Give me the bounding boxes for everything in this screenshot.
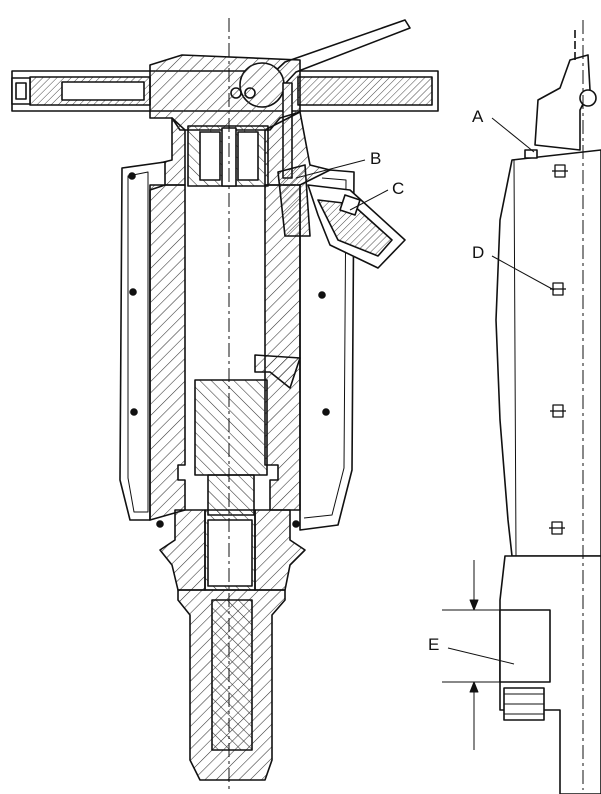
valve-block bbox=[187, 125, 269, 187]
dimension-lines bbox=[442, 560, 500, 750]
outer-housing bbox=[119, 161, 355, 531]
piston bbox=[194, 379, 268, 516]
tool-shank bbox=[177, 589, 286, 781]
callout-b: B bbox=[295, 149, 381, 179]
side-view bbox=[442, 20, 601, 794]
front-head bbox=[159, 509, 306, 591]
side-valve-assembly bbox=[277, 164, 406, 269]
callout-label-a: A bbox=[472, 107, 484, 126]
section-view bbox=[11, 19, 439, 781]
callout-a: A bbox=[472, 107, 535, 153]
callout-label-d: D bbox=[472, 243, 484, 262]
callouts: A B C D E bbox=[295, 107, 555, 665]
cylinder bbox=[149, 184, 301, 521]
callout-c: C bbox=[349, 179, 404, 211]
callout-d: D bbox=[472, 243, 555, 291]
callout-label-c: C bbox=[392, 179, 404, 198]
callout-e: E bbox=[428, 635, 515, 665]
bushing bbox=[499, 609, 551, 683]
callout-label-e: E bbox=[428, 635, 439, 654]
callout-label-b: B bbox=[370, 149, 381, 168]
